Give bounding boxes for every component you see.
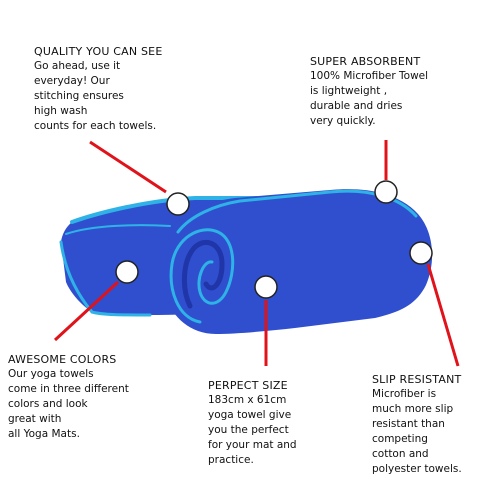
callout-size-line: you the perfect xyxy=(208,424,289,436)
marker-absorbent xyxy=(374,180,398,204)
callout-absorbent-line: durable and dries xyxy=(310,100,403,112)
callout-slip-line: competing xyxy=(372,433,428,445)
towel-flat-fold xyxy=(59,240,152,317)
callout-slip: SLIP RESISTANT Microfiber is much more s… xyxy=(372,372,462,477)
callout-size-line: yoga towel give xyxy=(208,409,292,421)
callout-slip-heading: SLIP RESISTANT xyxy=(372,373,462,386)
callout-absorbent-line: very quickly. xyxy=(310,115,376,127)
marker-quality xyxy=(166,192,190,216)
callout-slip-line: much more slip xyxy=(372,403,454,415)
callout-slip-line: Microfiber is xyxy=(372,388,437,400)
callout-colors-line: all Yoga Mats. xyxy=(8,428,80,440)
callout-colors: AWESOME COLORS Our yoga towels come in t… xyxy=(8,352,129,442)
callout-colors-heading: AWESOME COLORS xyxy=(8,353,117,366)
callout-colors-line: colors and look xyxy=(8,398,88,410)
callout-slip-line: cotton and xyxy=(372,448,429,460)
callout-colors-line: great with xyxy=(8,413,62,425)
callout-slip-line: resistant than xyxy=(372,418,445,430)
callout-size-line: for your mat and xyxy=(208,439,297,451)
callout-colors-line: Our yoga towels xyxy=(8,368,94,380)
callout-quality-line: high wash xyxy=(34,105,88,117)
towel-roll-spiral-dark xyxy=(181,240,225,309)
callout-size: PERPECT SIZE 183cm x 61cm yoga towel giv… xyxy=(208,378,297,468)
pointer-line-quality xyxy=(89,140,167,194)
callout-absorbent-heading: SUPER ABSORBENT xyxy=(310,55,421,68)
pointer-line-colors xyxy=(53,280,120,342)
callout-quality-line: everyday! Our xyxy=(34,75,110,87)
marker-slip xyxy=(409,241,433,265)
callout-absorbent-line: 100% Microfiber Towel xyxy=(310,70,429,82)
callout-quality-line: Go ahead, use it xyxy=(34,60,121,72)
towel-roll-spiral xyxy=(169,228,235,324)
callout-quality-line: stitching ensures xyxy=(34,90,124,102)
towel-roll-top-trim xyxy=(176,189,418,234)
callout-colors-line: come in three different xyxy=(8,383,129,395)
towel-roll-body xyxy=(168,189,433,334)
callout-absorbent-line: is lightweight , xyxy=(310,85,388,97)
callout-slip-line: polyester towels. xyxy=(372,463,462,475)
pointer-line-slip xyxy=(426,263,460,367)
callout-size-line: 183cm x 61cm xyxy=(208,394,287,406)
callout-size-heading: PERPECT SIZE xyxy=(208,379,288,392)
callout-size-line: practice. xyxy=(208,454,254,466)
towel-flat-fold-inner xyxy=(65,224,171,235)
callout-quality: QUALITY YOU CAN SEE Go ahead, use it eve… xyxy=(34,44,162,134)
callout-absorbent: SUPER ABSORBENT 100% Microfiber Towel is… xyxy=(310,54,428,129)
marker-size xyxy=(254,275,278,299)
callout-quality-line: counts for each towels. xyxy=(34,120,157,132)
marker-colors xyxy=(115,260,139,284)
callout-quality-heading: QUALITY YOU CAN SEE xyxy=(34,45,163,58)
